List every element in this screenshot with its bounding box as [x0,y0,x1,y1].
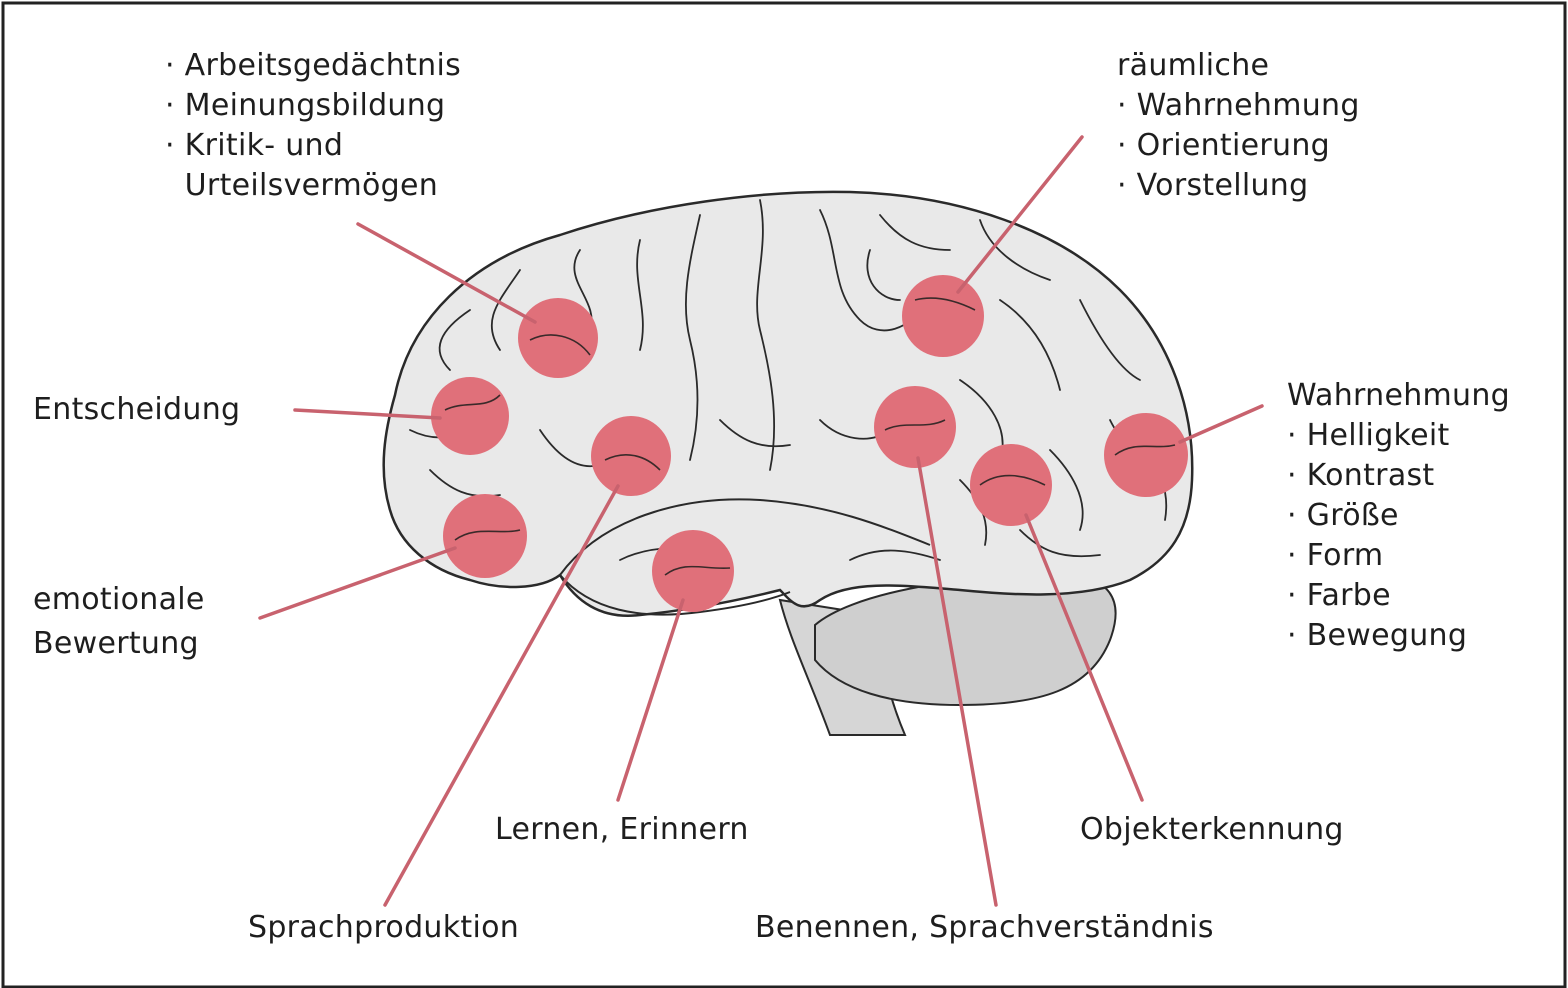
learning-line-1: Lernen, Erinnern [495,810,749,850]
label-spatial-functions: räumliche · Wahrnehmung · Orientierung ·… [1117,46,1360,206]
visual-line-4: · Größe [1287,496,1510,536]
spot-spatial [902,275,984,357]
label-visual-perception: Wahrnehmung · Helligkeit · Kontrast · Gr… [1287,376,1510,656]
visual-line-7: · Bewegung [1287,616,1510,656]
leader-learning [618,600,683,800]
spatial-line-4: · Vorstellung [1117,166,1360,206]
visual-line-5: · Form [1287,536,1510,576]
spot-visual [1104,413,1188,497]
spot-working-memory [518,298,598,378]
spot-naming [874,386,956,468]
frontal-line-4: Urteilsvermögen [165,166,461,206]
spot-object-recognition [970,444,1052,526]
visual-line-3: · Kontrast [1287,456,1510,496]
spatial-line-1: räumliche [1117,46,1360,86]
visual-line-1: Wahrnehmung [1287,376,1510,416]
label-object-recognition: Objekterkennung [1080,810,1344,850]
emotion-line-1: emotionale [33,578,205,622]
label-emotion: emotionale Bewertung [33,578,205,666]
visual-line-6: · Farbe [1287,576,1510,616]
spatial-line-2: · Wahrnehmung [1117,86,1360,126]
frontal-line-2: · Meinungsbildung [165,86,461,126]
spot-speech-production [591,416,671,496]
label-learning: Lernen, Erinnern [495,810,749,850]
spot-emotion [443,494,527,578]
label-frontal-functions: · Arbeitsgedächtnis · Meinungsbildung · … [165,46,461,206]
cerebellum [815,575,1116,705]
speech-line-1: Sprachproduktion [248,908,519,948]
spot-decision [431,377,509,455]
emotion-line-2: Bewertung [33,622,205,666]
frontal-line-1: · Arbeitsgedächtnis [165,46,461,86]
decision-line-1: Entscheidung [33,390,240,430]
leader-emotion [260,548,455,618]
spot-learning [652,530,734,612]
label-decision: Entscheidung [33,390,240,430]
naming-line-1: Benennen, Sprachverständnis [755,908,1214,948]
label-naming: Benennen, Sprachverständnis [755,908,1214,948]
spatial-line-3: · Orientierung [1117,126,1360,166]
object-line-1: Objekterkennung [1080,810,1344,850]
label-speech-production: Sprachproduktion [248,908,519,948]
frontal-line-3: · Kritik- und [165,126,461,166]
visual-line-2: · Helligkeit [1287,416,1510,456]
leader-visual [1180,406,1262,442]
